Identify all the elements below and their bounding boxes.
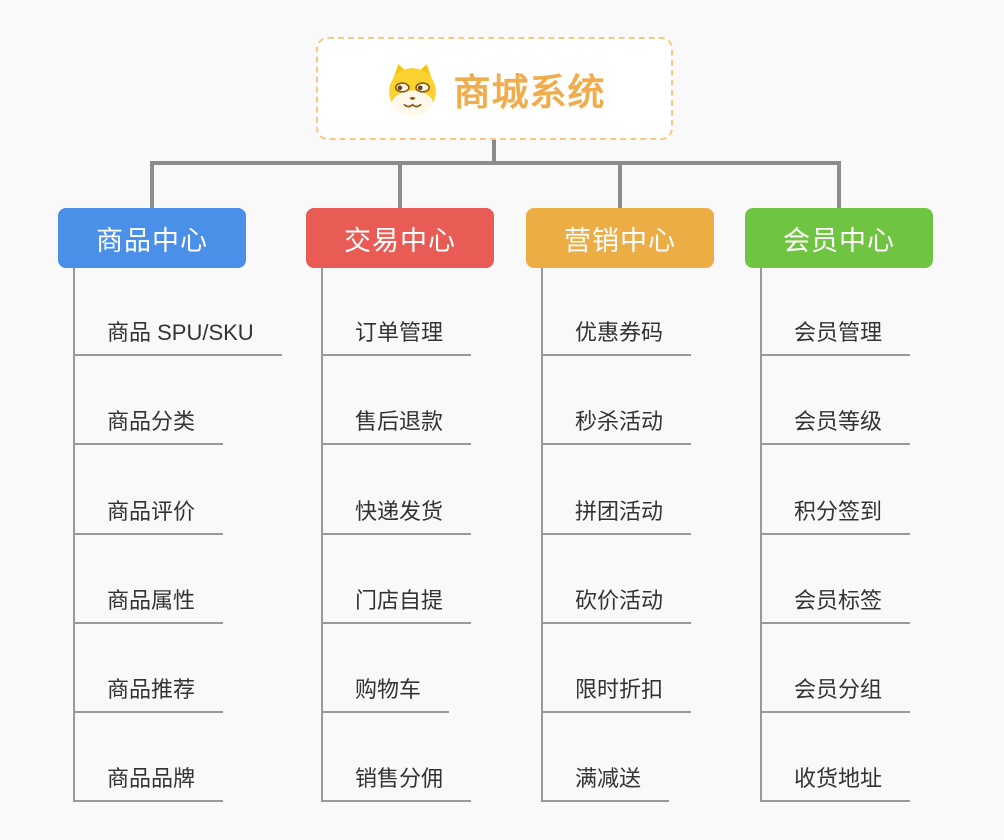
leaf-node[interactable]: 积分签到 bbox=[760, 493, 911, 535]
leaf-node[interactable]: 会员等级 bbox=[760, 403, 911, 445]
connector-root-stub bbox=[492, 140, 496, 165]
branch-node-members[interactable]: 会员中心 bbox=[745, 208, 933, 268]
leaf-node[interactable]: 订单管理 bbox=[321, 314, 472, 356]
connector-drop-1 bbox=[150, 161, 154, 209]
leaf-node[interactable]: 商品推荐 bbox=[73, 671, 224, 713]
leaf-node[interactable]: 门店自提 bbox=[321, 582, 472, 624]
leaf-node[interactable]: 拼团活动 bbox=[541, 493, 692, 535]
branch-trunk-line bbox=[760, 268, 762, 802]
leaf-node[interactable]: 商品评价 bbox=[73, 493, 224, 535]
connector-drop-4 bbox=[837, 161, 841, 209]
leaf-node[interactable]: 商品分类 bbox=[73, 403, 224, 445]
branch-node-marketing[interactable]: 营销中心 bbox=[526, 208, 714, 268]
leaf-node[interactable]: 会员分组 bbox=[760, 671, 911, 713]
root-node[interactable]: 商城系统 bbox=[316, 37, 673, 140]
connector-drop-3 bbox=[618, 161, 622, 209]
leaf-node[interactable]: 商品 SPU/SKU bbox=[73, 314, 282, 356]
leaf-node[interactable]: 会员标签 bbox=[760, 582, 911, 624]
connector-drop-2 bbox=[398, 161, 402, 209]
leaf-node[interactable]: 快递发货 bbox=[321, 493, 472, 535]
leaf-node[interactable]: 满减送 bbox=[541, 760, 670, 802]
branch-node-trade[interactable]: 交易中心 bbox=[306, 208, 494, 268]
branch-trunk-line bbox=[73, 268, 75, 802]
leaf-node[interactable]: 购物车 bbox=[321, 671, 450, 713]
leaf-node[interactable]: 商品属性 bbox=[73, 582, 224, 624]
leaf-node[interactable]: 砍价活动 bbox=[541, 582, 692, 624]
branch-trunk-line bbox=[321, 268, 323, 802]
connector-bus bbox=[150, 161, 841, 165]
leaf-node[interactable]: 售后退款 bbox=[321, 403, 472, 445]
root-title: 商城系统 bbox=[453, 71, 606, 113]
dog-icon bbox=[384, 60, 441, 117]
branch-node-products[interactable]: 商品中心 bbox=[58, 208, 246, 268]
branch-trunk-line bbox=[541, 268, 543, 802]
leaf-node[interactable]: 收货地址 bbox=[760, 760, 911, 802]
leaf-node[interactable]: 商品品牌 bbox=[73, 760, 224, 802]
leaf-node[interactable]: 秒杀活动 bbox=[541, 403, 692, 445]
leaf-node[interactable]: 会员管理 bbox=[760, 314, 911, 356]
leaf-node[interactable]: 限时折扣 bbox=[541, 671, 692, 713]
leaf-node[interactable]: 销售分佣 bbox=[321, 760, 472, 802]
leaf-node[interactable]: 优惠券码 bbox=[541, 314, 692, 356]
